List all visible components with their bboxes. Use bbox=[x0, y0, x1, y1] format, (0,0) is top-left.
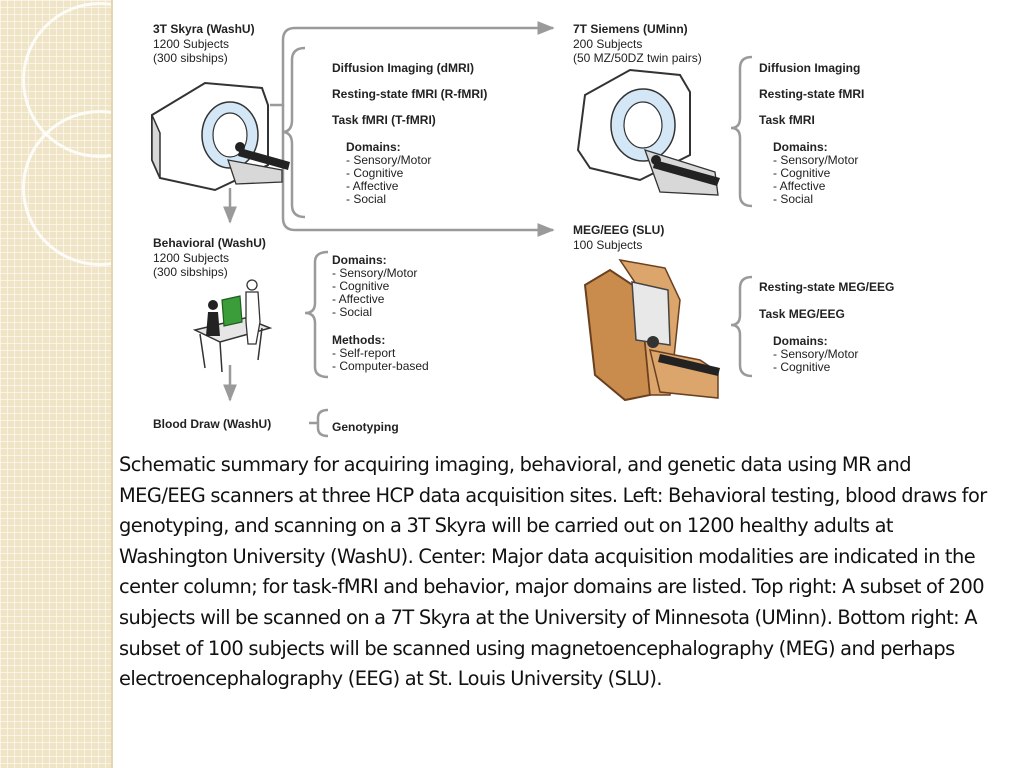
site-meg-line-1: 100 Subjects bbox=[573, 238, 642, 252]
mri-domain-1: - Sensory/Motor bbox=[346, 153, 431, 167]
site-behavioral-line-1: 1200 Subjects bbox=[153, 251, 229, 265]
mri7-domain-2: - Cognitive bbox=[773, 166, 831, 180]
site-3t-line-1: 1200 Subjects bbox=[153, 37, 229, 51]
site-blood-title: Blood Draw (WashU) bbox=[153, 417, 271, 431]
decorative-sidebar bbox=[0, 0, 178, 768]
site-behavioral-title: Behavioral (WashU) bbox=[153, 236, 266, 250]
genotyping-label: Genotyping bbox=[332, 420, 399, 434]
scanner-3t-illustration bbox=[151, 81, 290, 192]
bracket-3t-modalities bbox=[281, 46, 306, 219]
mri7-domain-4: - Social bbox=[773, 192, 813, 206]
bracket-7t-modalities bbox=[730, 55, 753, 208]
beh-domain-1: - Sensory/Motor bbox=[332, 266, 417, 280]
mri7-domains-title: Domains: bbox=[773, 140, 828, 154]
mri7-domain-1: - Sensory/Motor bbox=[773, 153, 858, 167]
site-behavioral-line-2: (300 sibships) bbox=[153, 265, 228, 279]
bracket-behavioral-domains bbox=[304, 250, 329, 379]
scanner-7t-illustration bbox=[576, 68, 720, 196]
mri-domain-2: - Cognitive bbox=[346, 166, 404, 180]
mri-domain-3: - Affective bbox=[346, 179, 399, 193]
method-2: - Computer-based bbox=[332, 359, 429, 373]
mri7-modality-3: Task fMRI bbox=[759, 113, 815, 127]
mri7-domain-3: - Affective bbox=[773, 179, 826, 193]
decorative-ring-lower bbox=[22, 110, 178, 266]
mri7-modality-1: Diffusion Imaging bbox=[759, 61, 860, 75]
beh-domain-4: - Social bbox=[332, 305, 372, 319]
method-1: - Self-report bbox=[332, 346, 396, 360]
mri-modality-1: Diffusion Imaging (dMRI) bbox=[332, 61, 474, 75]
site-meg-title: MEG/EEG (SLU) bbox=[573, 223, 664, 237]
connector-3t-to-7t bbox=[270, 21, 555, 107]
mri-domain-4: - Social bbox=[346, 192, 386, 206]
meg-modality-2: Task MEG/EEG bbox=[759, 307, 845, 321]
meg-domain-1: - Sensory/Motor bbox=[773, 347, 858, 361]
meg-domain-2: - Cognitive bbox=[773, 360, 831, 374]
mri7-modality-2: Resting-state fMRI bbox=[759, 87, 864, 101]
meg-domains-title: Domains: bbox=[773, 334, 828, 348]
bracket-meg-modalities bbox=[730, 275, 753, 378]
site-3t-title: 3T Skyra (WashU) bbox=[153, 22, 255, 36]
methods-title: Methods: bbox=[332, 333, 385, 347]
beh-domains-title: Domains: bbox=[332, 253, 387, 267]
mri-domains-title: Domains: bbox=[346, 140, 401, 154]
behavioral-testing-illustration bbox=[192, 279, 273, 373]
beh-domain-2: - Cognitive bbox=[332, 279, 390, 293]
figure-caption: Schematic summary for acquiring imaging,… bbox=[119, 453, 987, 691]
connector-lines bbox=[223, 21, 753, 438]
site-7t-title: 7T Siemens (UMinn) bbox=[573, 22, 688, 36]
site-7t-line-1: 200 Subjects bbox=[573, 37, 642, 51]
mri-modality-2: Resting-state fMRI (R-fMRI) bbox=[332, 87, 487, 101]
scanner-meg-illustration bbox=[583, 258, 720, 402]
beh-domain-3: - Affective bbox=[332, 292, 385, 306]
sidebar-edge bbox=[111, 0, 113, 768]
connector-3t-to-meg bbox=[281, 105, 555, 237]
meg-modality-1: Resting-state MEG/EEG bbox=[759, 280, 894, 294]
mri-modality-3: Task fMRI (T-fMRI) bbox=[332, 113, 436, 127]
site-7t-line-2: (50 MZ/50DZ twin pairs) bbox=[573, 51, 702, 65]
bracket-genotyping bbox=[309, 408, 329, 438]
site-3t-line-2: (300 sibships) bbox=[153, 51, 228, 65]
